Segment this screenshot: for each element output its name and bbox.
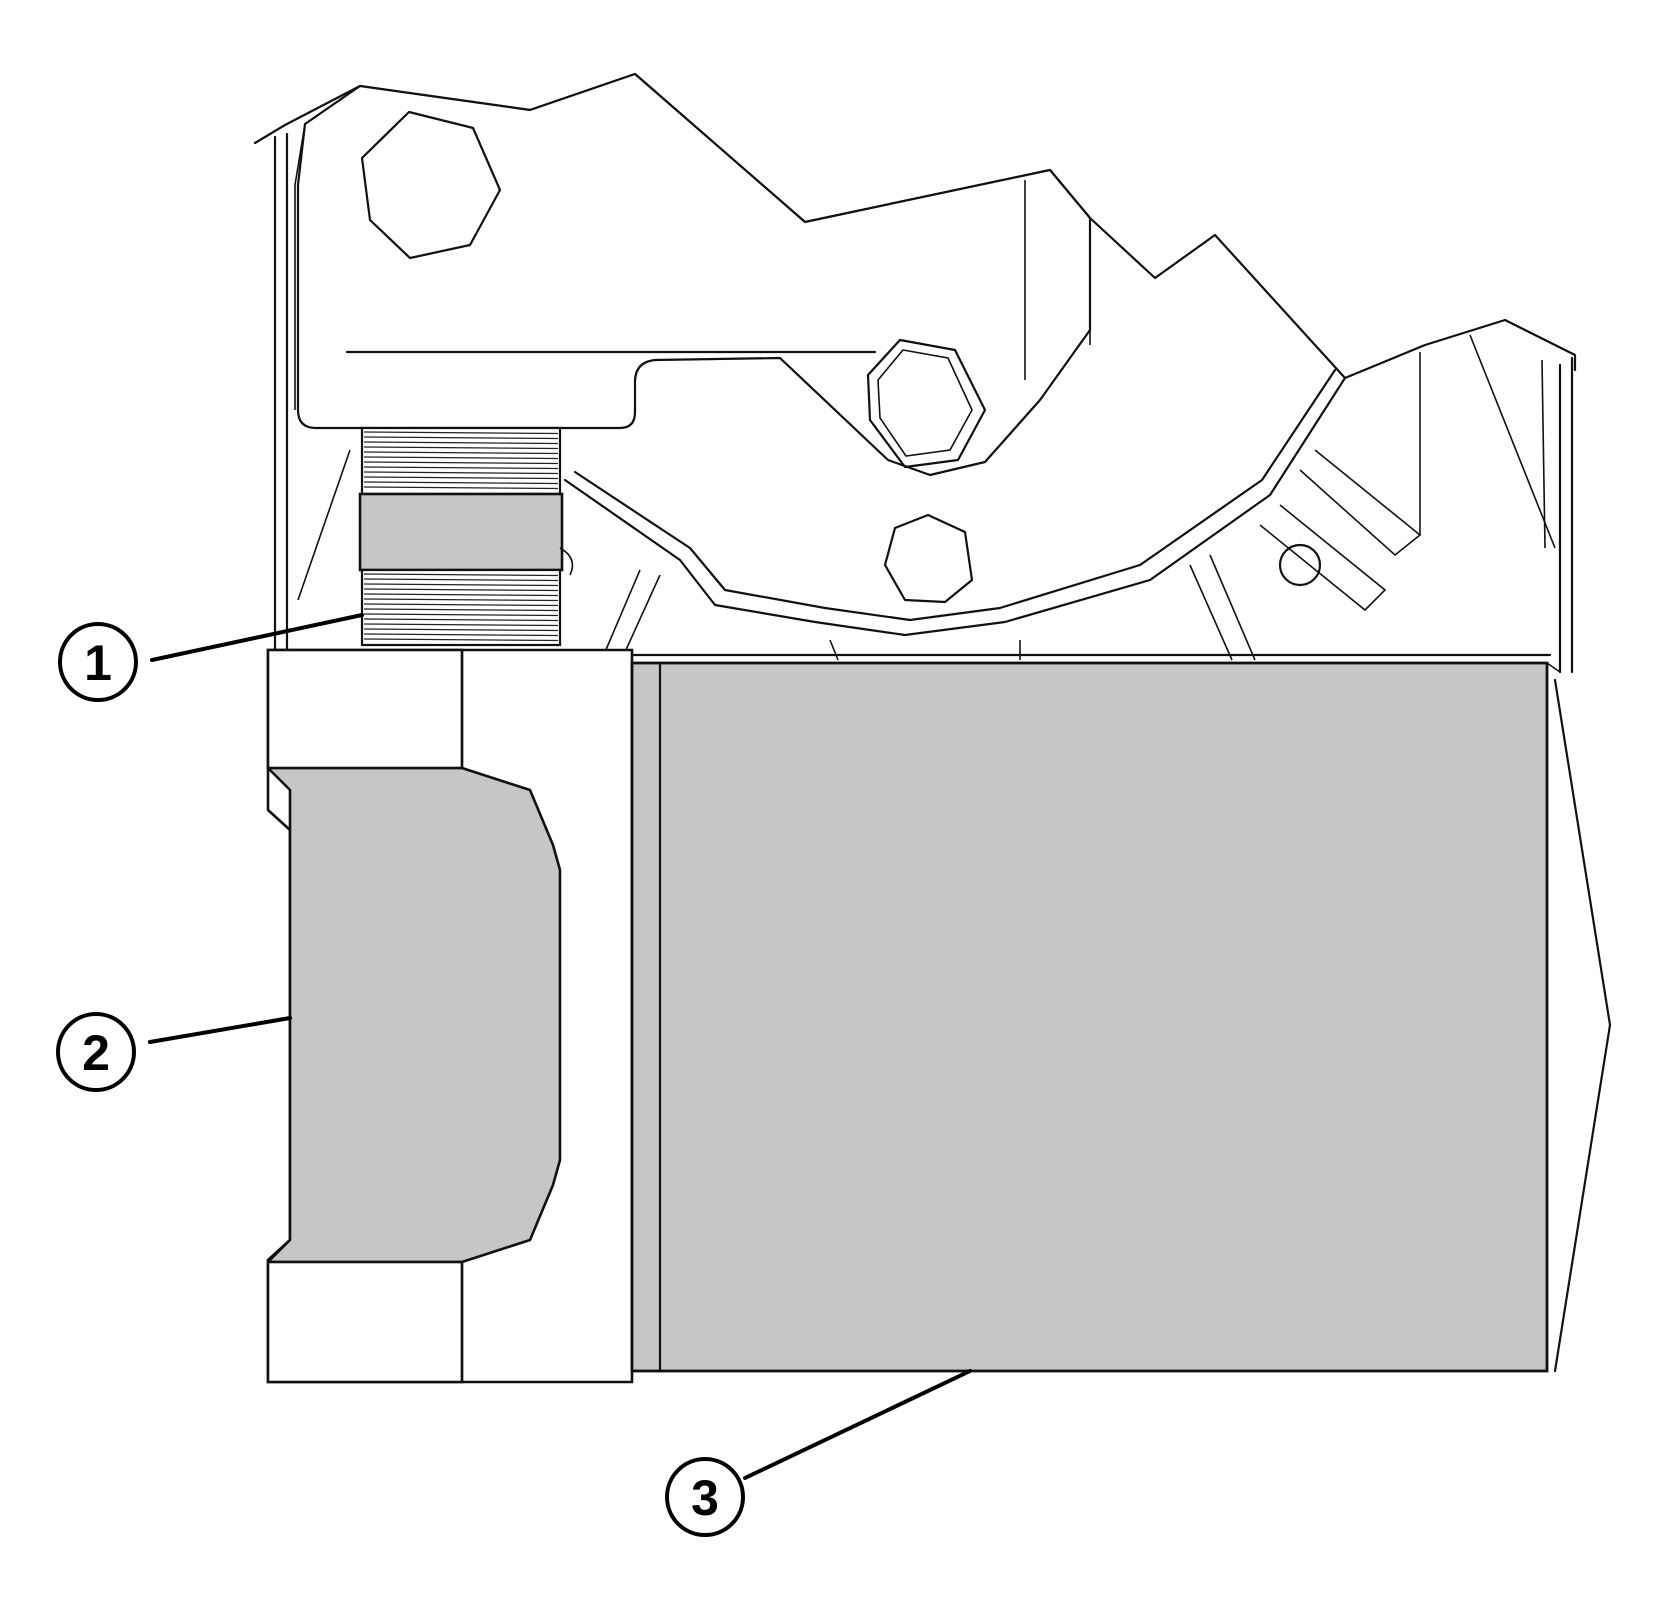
callout-1-circle [58, 622, 138, 702]
thread-line [363, 583, 559, 587]
thread-line [363, 476, 559, 480]
callout-3-circle [665, 1457, 745, 1537]
thread-lines-upper [363, 431, 559, 490]
upper-mechanism [253, 72, 1577, 674]
thread-line [363, 613, 559, 617]
callout-3: 3 [665, 1369, 972, 1537]
large-block [630, 661, 1612, 1373]
thread-line [363, 633, 559, 637]
thread-line [363, 481, 559, 485]
clamp-yoke [266, 648, 634, 1384]
thread-line [363, 593, 559, 597]
thread-line [363, 573, 559, 577]
thread-line [363, 588, 559, 592]
thread-line [363, 618, 559, 622]
thread-line [363, 436, 559, 440]
thread-line [363, 446, 559, 450]
thread-line [363, 441, 559, 445]
thread-line [363, 486, 559, 490]
callout-2-circle [56, 1012, 136, 1092]
thread-line [363, 578, 559, 582]
thread-line [363, 461, 559, 465]
thread-line [363, 638, 559, 642]
callout-1-label: 1 [84, 635, 112, 691]
thread-line [363, 608, 559, 612]
thread-line [363, 628, 559, 632]
thread-lines-lower [363, 573, 559, 642]
callout-1: 1 [58, 613, 364, 702]
thread-line [363, 431, 559, 435]
callout-2-label: 2 [82, 1025, 110, 1081]
thread-line [363, 466, 559, 470]
callout-3-label: 3 [691, 1470, 719, 1526]
threaded-adjuster [358, 426, 574, 647]
thread-line [363, 598, 559, 602]
thread-line [363, 623, 559, 627]
callout-2: 2 [56, 1012, 292, 1092]
thread-line [363, 456, 559, 460]
thread-line [363, 603, 559, 607]
thread-line [363, 471, 559, 475]
thread-line [363, 451, 559, 455]
